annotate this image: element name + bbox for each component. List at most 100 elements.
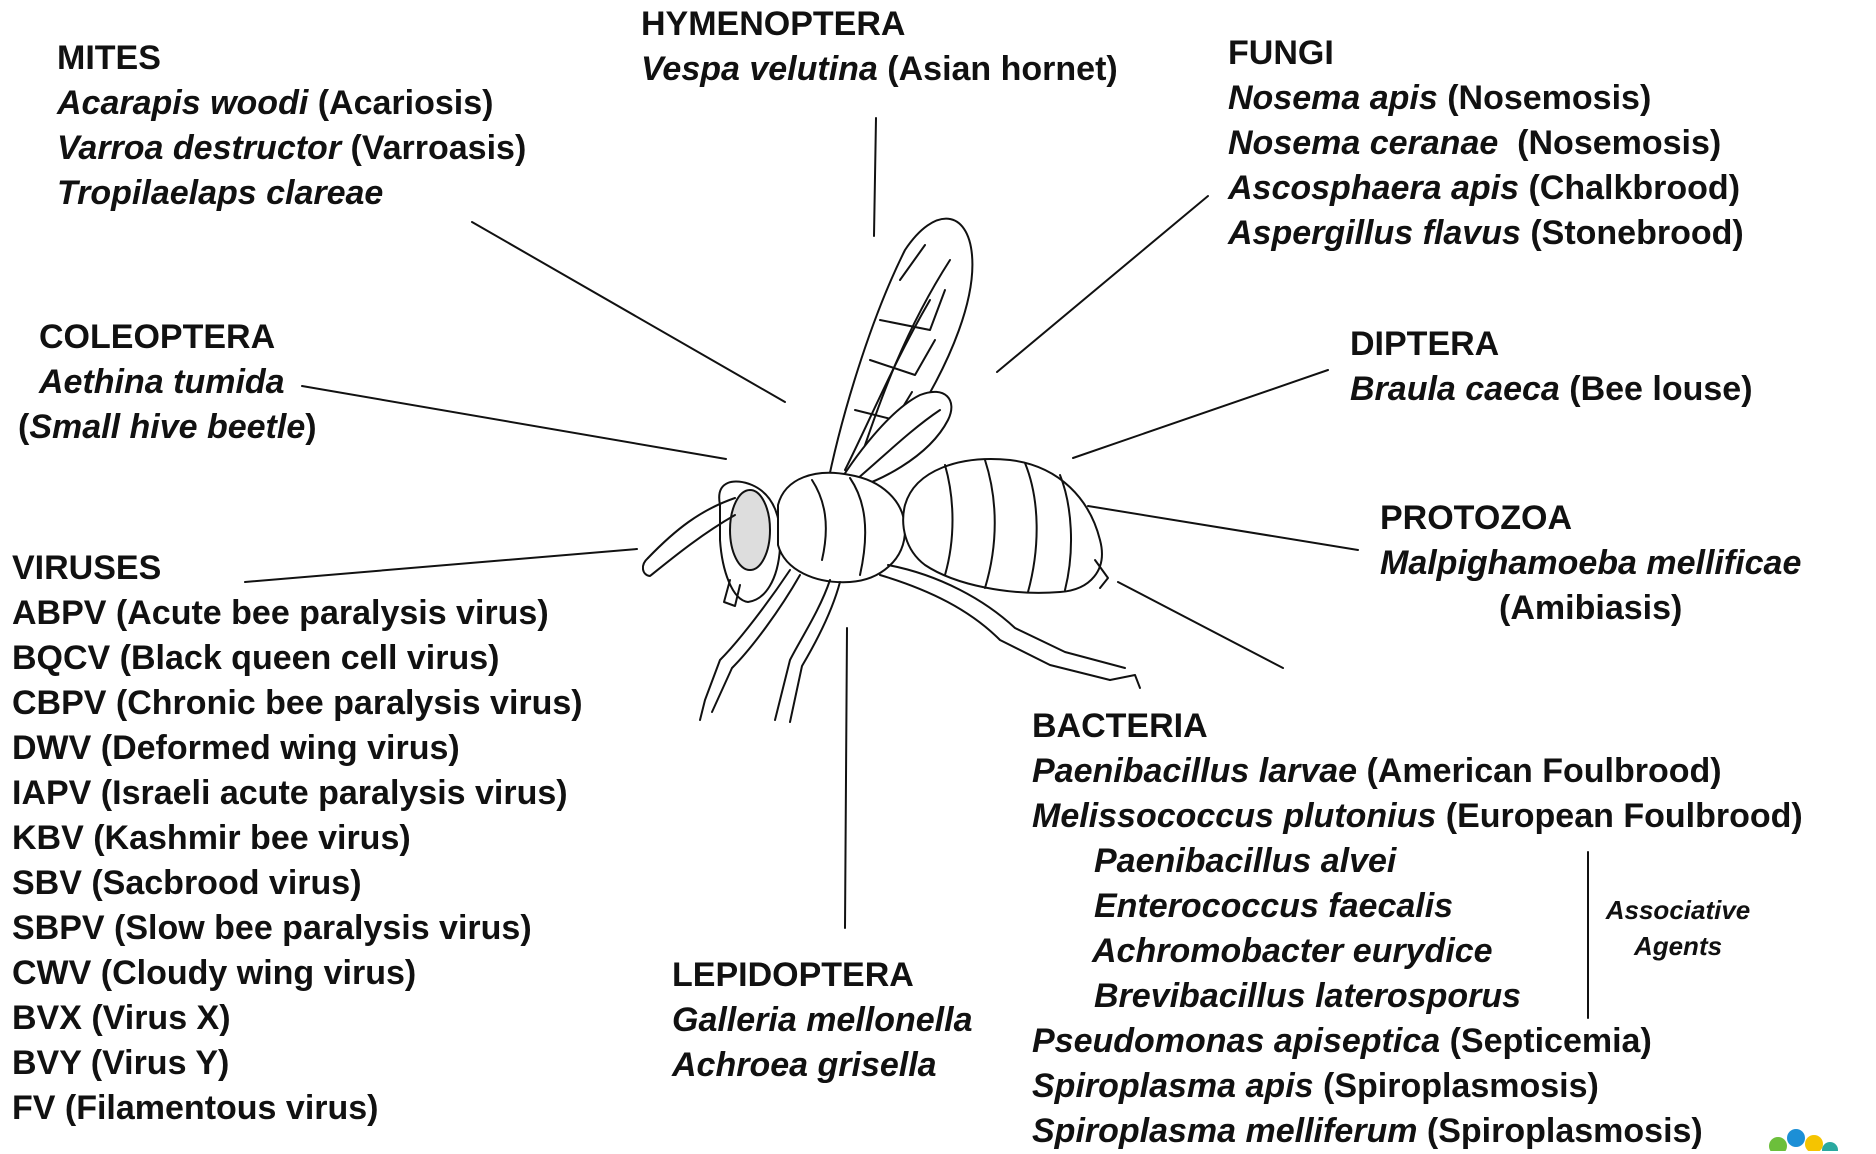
associative-label-line-1: Associative [1598, 892, 1758, 928]
group-title: FUNGI [1228, 31, 1744, 76]
disease-name: (European Foulbrood) [1436, 797, 1802, 835]
leader-line-bacteria [1118, 582, 1283, 668]
group-title: PROTOZOA [1380, 496, 1801, 541]
species-name: Braula caeca [1350, 370, 1560, 408]
virus-item: ABPV (Acute bee paralysis virus) [12, 591, 583, 636]
species-name: Achroea grisella [672, 1046, 937, 1084]
list-item: Paenibacillus larvae (American Foulbrood… [1032, 749, 1803, 794]
associative-label-line-2: Agents [1598, 928, 1758, 964]
associative-agents-label: Associative Agents [1598, 892, 1758, 964]
virus-item: KBV (Kashmir bee virus) [12, 816, 583, 861]
common-name: Small hive beetle [29, 408, 305, 446]
disease-name: (Septicemia) [1440, 1022, 1652, 1060]
list-item: Aspergillus flavus (Stonebrood) [1228, 211, 1744, 256]
leader-line-hymenoptera [874, 118, 876, 236]
list-item: Vespa velutina (Asian hornet) [641, 47, 1118, 92]
virus-item: FV (Filamentous virus) [12, 1086, 583, 1131]
virus-item: SBPV (Slow bee paralysis virus) [12, 906, 583, 951]
disease-name: (Nosemosis) [1498, 124, 1721, 162]
species-name: Acarapis woodi [57, 84, 308, 122]
virus-item: CBPV (Chronic bee paralysis virus) [12, 681, 583, 726]
disease-name: (Acariosis) [308, 84, 493, 122]
list-item: Spiroplasma melliferum (Spiroplasmosis) [1032, 1109, 1803, 1154]
virus-item: IAPV (Israeli acute paralysis virus) [12, 771, 583, 816]
group-mites: MITES Acarapis woodi (Acariosis) Varroa … [57, 36, 526, 216]
species-name: Malpighamoeba mellificae [1380, 544, 1801, 582]
list-item: Varroa destructor (Varroasis) [57, 126, 526, 171]
associative-item: Brevibacillus laterosporus [1032, 974, 1803, 1019]
list-item: Malpighamoeba mellificae [1380, 541, 1801, 586]
list-item: Melissococcus plutonius (European Foulbr… [1032, 794, 1803, 839]
virus-item: BQCV (Black queen cell virus) [12, 636, 583, 681]
disease-name: (American Foulbrood) [1357, 752, 1722, 790]
disease-name: (Varroasis) [341, 129, 526, 167]
disease-name: (Amibiasis) [1380, 586, 1801, 631]
species-name: Pseudomonas apiseptica [1032, 1022, 1440, 1060]
list-item: Braula caeca (Bee louse) [1350, 367, 1753, 412]
group-diptera: DIPTERA Braula caeca (Bee louse) [1350, 322, 1753, 412]
group-title: MITES [57, 36, 526, 81]
species-name: Nosema ceranae [1228, 124, 1498, 162]
paren-close: ) [305, 408, 316, 446]
species-name: Tropilaelaps clareae [57, 174, 383, 212]
disease-name: (Chalkbrood) [1519, 169, 1740, 207]
associative-item: Paenibacillus alvei [1032, 839, 1803, 884]
leader-line-coleoptera [302, 386, 726, 459]
group-title: DIPTERA [1350, 322, 1753, 367]
disease-name: (Stonebrood) [1521, 214, 1744, 252]
disease-name: (Spiroplasmosis) [1417, 1112, 1702, 1150]
disease-name: (Nosemosis) [1438, 79, 1652, 117]
leader-line-fungi [997, 196, 1208, 372]
leader-line-lepidoptera [845, 628, 847, 928]
paren-open: ( [18, 408, 29, 446]
virus-item: DWV (Deformed wing virus) [12, 726, 583, 771]
group-protozoa: PROTOZOA Malpighamoeba mellificae (Amibi… [1380, 496, 1801, 631]
group-title: VIRUSES [12, 546, 583, 591]
group-lepidoptera: LEPIDOPTERA Galleria mellonella Achroea … [672, 953, 972, 1088]
species-name: Varroa destructor [57, 129, 341, 167]
group-title: BACTERIA [1032, 704, 1803, 749]
bee-head [643, 482, 780, 606]
species-name: Paenibacillus larvae [1032, 752, 1357, 790]
group-title: COLEOPTERA [18, 315, 317, 360]
list-item: Acarapis woodi (Acariosis) [57, 81, 526, 126]
list-item: Nosema ceranae (Nosemosis) [1228, 121, 1744, 166]
group-viruses: VIRUSES ABPV (Acute bee paralysis virus)… [12, 546, 583, 1131]
bee-thorax [778, 473, 905, 582]
virus-item: BVY (Virus Y) [12, 1041, 583, 1086]
species-name: Aspergillus flavus [1228, 214, 1521, 252]
leader-line-mites [472, 222, 785, 402]
species-name: Nosema apis [1228, 79, 1438, 117]
list-item: Aethina tumida [18, 360, 317, 405]
leader-line-diptera [1073, 370, 1328, 458]
list-item: Pseudomonas apiseptica (Septicemia) [1032, 1019, 1803, 1064]
list-item: Ascosphaera apis (Chalkbrood) [1228, 166, 1744, 211]
disease-name: (Bee louse) [1560, 370, 1753, 408]
list-item: Galleria mellonella [672, 998, 972, 1043]
species-name: Spiroplasma apis [1032, 1067, 1314, 1105]
bee-wings [826, 219, 972, 494]
virus-item: SBV (Sacbrood virus) [12, 861, 583, 906]
leader-line-protozoa [1088, 506, 1358, 550]
list-item: Achroea grisella [672, 1043, 972, 1088]
disease-name: (Spiroplasmosis) [1314, 1067, 1599, 1105]
group-fungi: FUNGI Nosema apis (Nosemosis) Nosema cer… [1228, 31, 1744, 256]
list-item: Nosema apis (Nosemosis) [1228, 76, 1744, 121]
species-name: Ascosphaera apis [1228, 169, 1519, 207]
list-item: Spiroplasma apis (Spiroplasmosis) [1032, 1064, 1803, 1109]
group-hymenoptera: HYMENOPTERA Vespa velutina (Asian hornet… [641, 2, 1118, 92]
species-name: Galleria mellonella [672, 1001, 972, 1039]
list-item: Tropilaelaps clareae [57, 171, 526, 216]
species-name: Melissococcus plutonius [1032, 797, 1436, 835]
virus-item: CWV (Cloudy wing virus) [12, 951, 583, 996]
group-coleoptera: COLEOPTERA Aethina tumida (Small hive be… [18, 315, 317, 450]
species-name: Spiroplasma melliferum [1032, 1112, 1417, 1150]
group-title: LEPIDOPTERA [672, 953, 972, 998]
group-title: HYMENOPTERA [641, 2, 1118, 47]
species-name: Aethina tumida [39, 363, 285, 401]
species-name: Vespa velutina [641, 50, 878, 88]
bee-abdomen [903, 459, 1108, 593]
disease-name: (Asian hornet) [878, 50, 1118, 88]
list-item: (Small hive beetle) [18, 405, 317, 450]
